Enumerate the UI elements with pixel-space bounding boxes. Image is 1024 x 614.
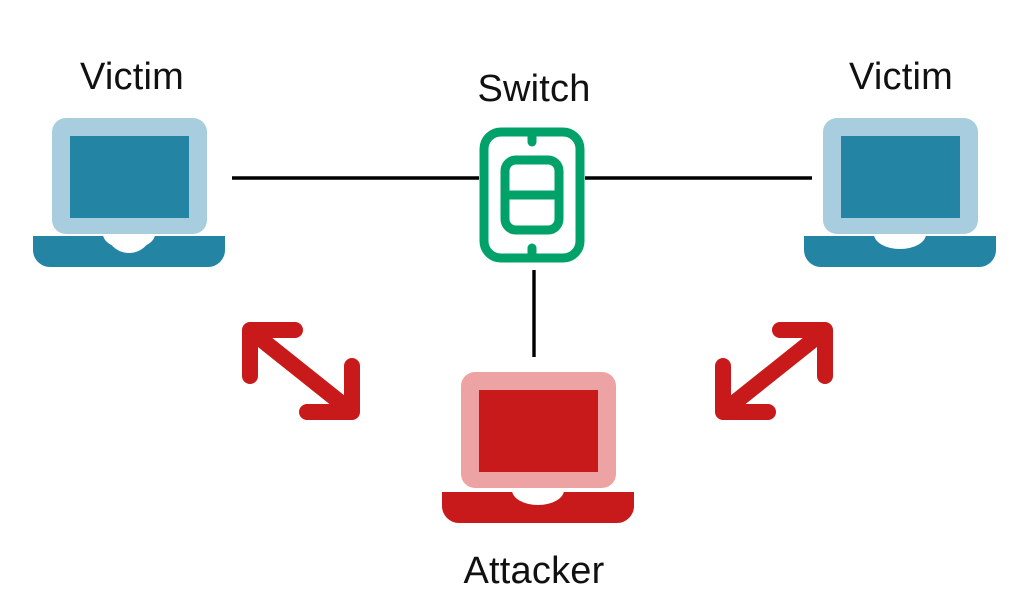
arrow-attacker-victim-right	[715, 322, 833, 420]
arrow-attacker-victim-left	[242, 322, 360, 420]
node-label-attacker: Attacker	[463, 550, 605, 592]
laptop-icon-attacker	[442, 372, 634, 523]
switch-icon	[479, 127, 585, 263]
laptop-icon-victim-right	[804, 118, 996, 267]
node-label-victim-left: Victim	[80, 56, 184, 98]
node-label-victim-right: Victim	[849, 56, 953, 98]
laptop-icon-victim-left	[33, 118, 225, 267]
node-label-switch: Switch	[477, 68, 591, 110]
